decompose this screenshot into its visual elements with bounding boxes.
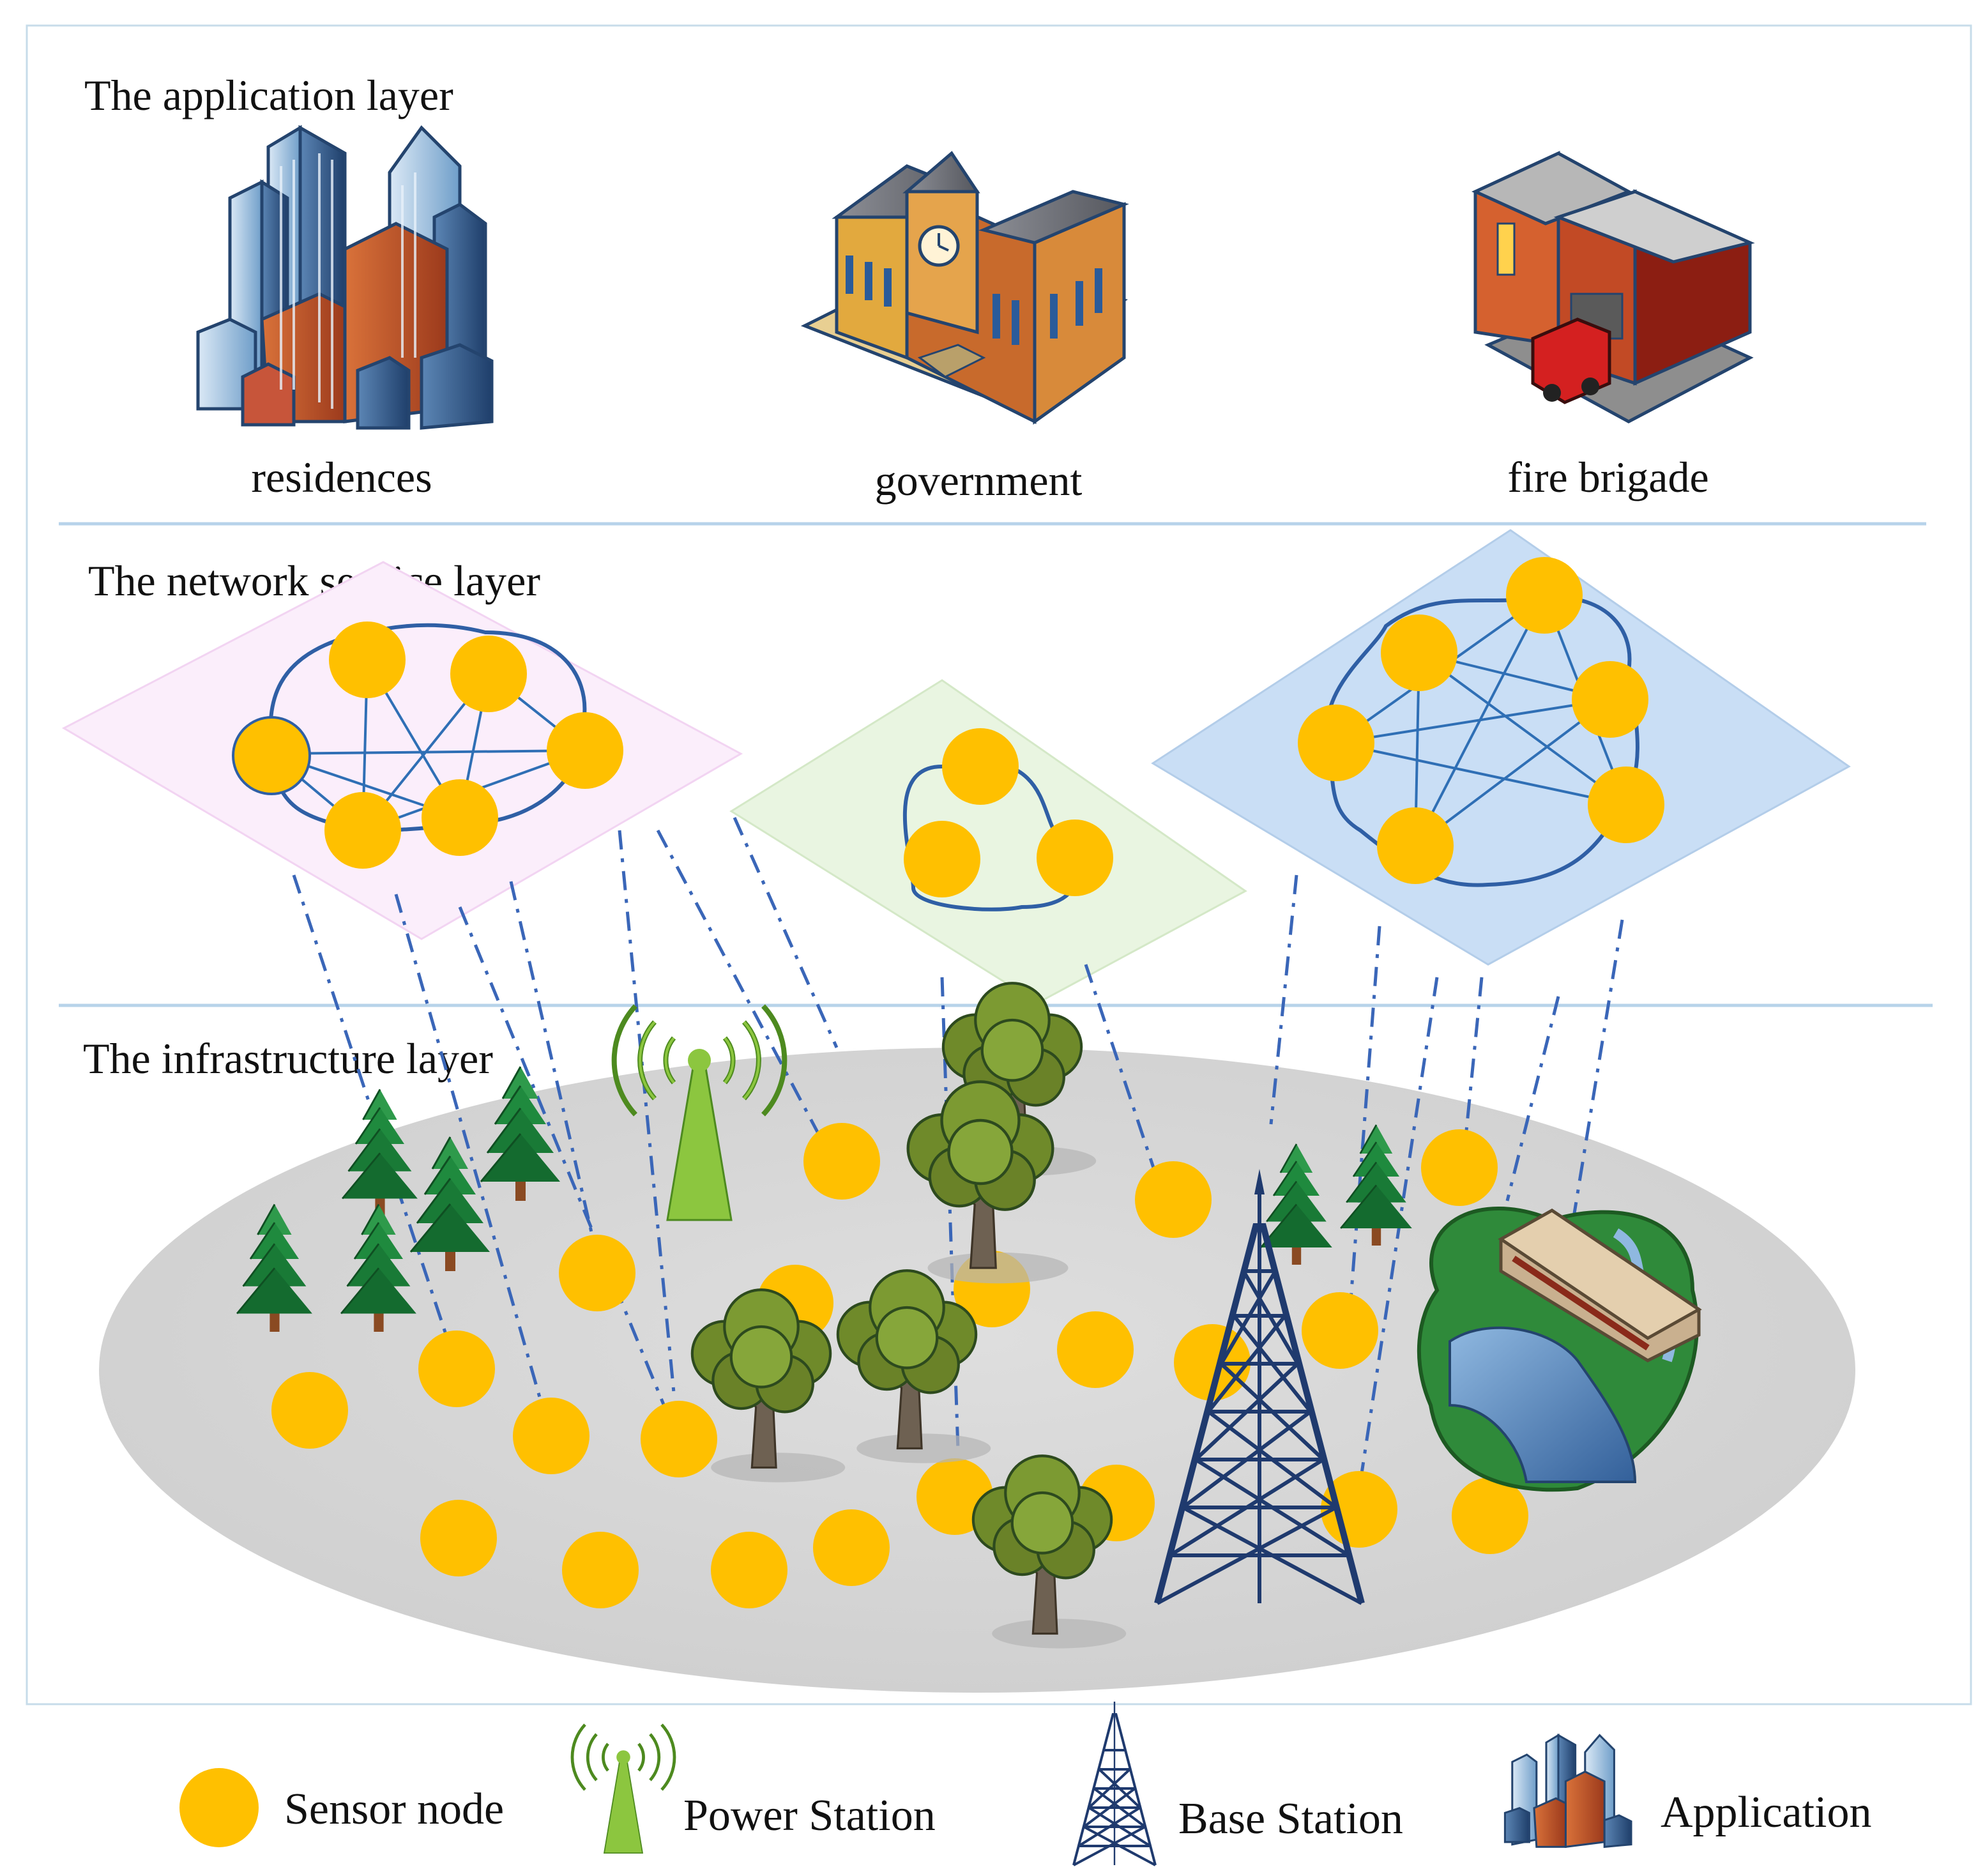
sensor-node bbox=[562, 1532, 639, 1608]
sensor-node bbox=[1037, 820, 1113, 896]
fire-station-icon bbox=[1471, 151, 1755, 423]
app-label-government: government bbox=[875, 456, 1083, 505]
sensor-node bbox=[420, 1500, 497, 1576]
sensor-node bbox=[329, 622, 406, 698]
power-station-icon bbox=[611, 1004, 787, 1221]
legend-label-base-station: Base Station bbox=[1178, 1794, 1403, 1843]
sensor-node bbox=[1452, 1477, 1528, 1554]
base-station-icon bbox=[1074, 1702, 1155, 1865]
sensor-node bbox=[1588, 766, 1664, 843]
infrastructure-layer-title: The infrastructure layer bbox=[83, 1034, 493, 1083]
sensor-node bbox=[232, 716, 311, 795]
sensor-node bbox=[904, 821, 980, 897]
legend-label-application: Application bbox=[1661, 1788, 1871, 1837]
sensor-node bbox=[803, 1123, 880, 1200]
app-label-fire-brigade: fire brigade bbox=[1507, 453, 1708, 501]
pink-network-plane bbox=[61, 561, 743, 940]
sensor-node bbox=[422, 779, 498, 856]
sensor-node bbox=[942, 728, 1019, 805]
sensor-node bbox=[711, 1532, 787, 1608]
power-station-icon bbox=[570, 1723, 676, 1854]
sensor-node bbox=[1421, 1129, 1498, 1206]
sensor-node bbox=[1057, 1311, 1134, 1388]
sensor-node bbox=[559, 1235, 635, 1311]
legend-label-sensor-node: Sensor node bbox=[284, 1785, 504, 1834]
sensor-node bbox=[1506, 557, 1583, 634]
sensor-node bbox=[1572, 661, 1648, 738]
sensor-node bbox=[324, 792, 401, 869]
sensor-node-icon bbox=[179, 1768, 259, 1847]
bridge-river-icon bbox=[1417, 1207, 1702, 1492]
sensor-node bbox=[1302, 1292, 1378, 1369]
sensor-node bbox=[418, 1331, 495, 1407]
sensor-node bbox=[1377, 807, 1454, 884]
legend: Sensor node Power Station Base Station bbox=[179, 1702, 1871, 1865]
diagram-frame bbox=[26, 24, 1972, 1705]
network-layer-title: The network service layer bbox=[88, 556, 540, 605]
app-label-residences: residences bbox=[251, 453, 432, 501]
application-icon bbox=[1503, 1733, 1632, 1849]
sensor-node bbox=[1135, 1161, 1212, 1238]
sensor-node bbox=[1381, 614, 1457, 691]
sensor-node bbox=[641, 1401, 717, 1477]
green-network-plane bbox=[729, 679, 1247, 1004]
sensor-node bbox=[450, 636, 527, 712]
sensor-node bbox=[513, 1398, 589, 1474]
sensor-node bbox=[271, 1372, 348, 1449]
blue-network-plane bbox=[1151, 529, 1851, 966]
base-station-icon bbox=[1157, 1169, 1362, 1603]
application-layer-title: The application layer bbox=[84, 71, 453, 119]
city-buildings-icon bbox=[196, 125, 494, 430]
ground-sensor-nodes bbox=[271, 1123, 1528, 1608]
network-sensor-nodes bbox=[232, 557, 1664, 897]
sensor-node bbox=[547, 712, 623, 789]
sensor-node bbox=[813, 1509, 890, 1586]
sensor-node bbox=[1298, 705, 1374, 781]
legend-label-power-station: Power Station bbox=[683, 1791, 936, 1840]
ground-ellipse bbox=[99, 1048, 1855, 1693]
government-building-icon bbox=[800, 151, 1129, 425]
